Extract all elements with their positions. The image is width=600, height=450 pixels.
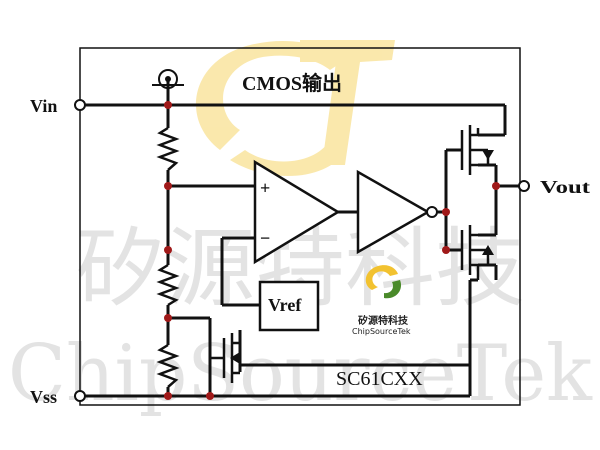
node-dot <box>442 246 450 254</box>
pins <box>74 99 530 402</box>
inverter <box>356 169 438 255</box>
vss-pin <box>74 390 86 402</box>
vout-pin <box>518 180 530 192</box>
vin-pin <box>74 99 86 111</box>
outer-frame <box>79 47 521 406</box>
vss-label: Vss <box>30 387 57 407</box>
pmos-transistor <box>460 125 494 175</box>
logo-en-text: ChipSourceTek <box>352 327 411 336</box>
resistor-r2 <box>156 263 180 307</box>
node-dot <box>164 392 172 400</box>
junction-nodes <box>164 101 500 400</box>
diagram-title: CMOS输出 <box>242 71 342 95</box>
resistor-r3 <box>156 343 180 388</box>
nmos-transistor <box>460 225 494 280</box>
node-dot <box>164 101 172 109</box>
part-number-label: SC61CXX <box>336 368 423 390</box>
node-dot <box>164 246 172 254</box>
vin-label: Vin <box>30 96 57 116</box>
current-source-symbol <box>152 69 184 89</box>
vref-label: Vref <box>268 295 302 315</box>
vout-label: Vout <box>540 177 590 197</box>
comparator-plus: + <box>260 178 270 198</box>
node-dot <box>164 314 172 322</box>
output-transistors <box>460 125 494 280</box>
comparator-minus: − <box>260 228 270 248</box>
inverter-bubble <box>426 206 438 218</box>
st-logo-watermark <box>196 40 395 177</box>
comparator: + − <box>253 159 341 265</box>
node-dot <box>206 392 214 400</box>
hysteresis-transistor <box>210 333 240 383</box>
chipsourcetek-logo: 矽源特科技 ChipSourceTek <box>352 265 411 336</box>
logo-cn-text: 矽源特科技 <box>358 314 409 327</box>
resistor-r1 <box>156 126 180 171</box>
node-dot <box>442 208 450 216</box>
node-dot <box>164 182 172 190</box>
watermark-en-text: ChipSourceTek <box>8 329 593 419</box>
resistors <box>156 126 180 388</box>
vref-block: Vref <box>258 280 320 332</box>
node-dot <box>492 182 500 190</box>
